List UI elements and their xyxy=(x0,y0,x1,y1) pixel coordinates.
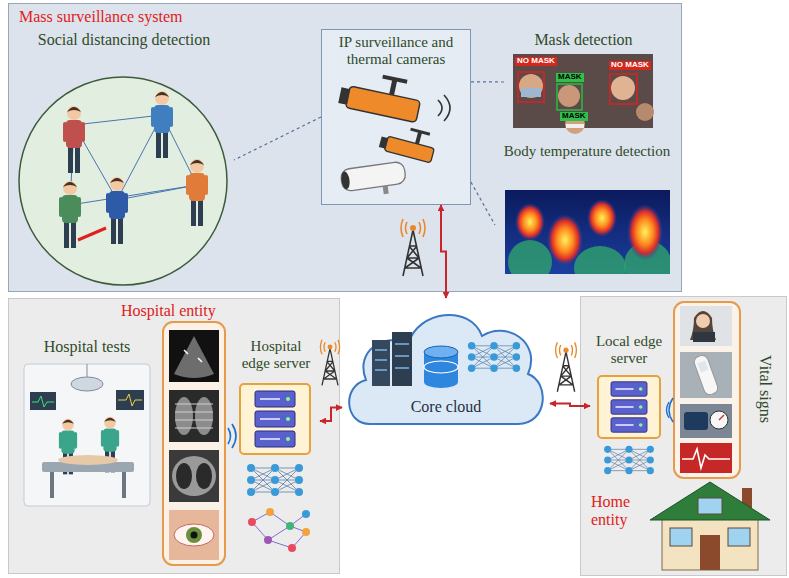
surveillance-panel: Mass surveillance systemSocial distancin… xyxy=(8,3,682,292)
vital-signs-panel: Vital signs xyxy=(673,301,785,479)
text-slot: Body temperature detection xyxy=(499,143,675,160)
text-slot: Mask detection xyxy=(509,31,658,49)
home-panel: Home entity Local edge serverVital signs xyxy=(580,296,787,576)
hospital-server-icon xyxy=(240,384,310,552)
camera-box: IP surveillance and thermal cameras xyxy=(321,29,471,205)
detection-tag: NO MASK xyxy=(609,61,651,70)
node-label: Local edge server xyxy=(594,333,664,368)
node-label: Hospital entity xyxy=(121,302,216,320)
node-label: Hospital edge server xyxy=(236,338,316,373)
thermal-photo xyxy=(505,190,672,290)
local-server-icon xyxy=(598,376,673,474)
people-network xyxy=(59,91,208,248)
node-label: Social distancing detection xyxy=(18,31,230,49)
antenna-icon xyxy=(320,340,339,386)
detection-tag: NO MASK xyxy=(515,57,557,66)
connector xyxy=(441,205,446,298)
vital-sign-images xyxy=(680,306,732,473)
antenna-icon xyxy=(401,219,425,276)
camera-icons xyxy=(338,67,450,200)
circle-outline xyxy=(14,29,232,291)
core-cloud: Core cloud xyxy=(342,298,550,430)
text-slot: MASK xyxy=(556,73,584,82)
connector xyxy=(471,81,505,82)
hospital-panel: Hospital entityHospital tests Hospital ed… xyxy=(8,298,340,574)
hospital-tests: Hospital tests xyxy=(16,336,158,526)
node-label: Home entity xyxy=(591,493,649,530)
text-slot: Hospital edge server xyxy=(236,338,316,373)
connector xyxy=(234,117,321,160)
connector xyxy=(471,182,495,225)
text-slot: Vital signs xyxy=(756,355,774,423)
node-label: Core cloud xyxy=(346,398,546,416)
text-slot: MASK xyxy=(560,112,588,121)
antenna-icon xyxy=(556,342,577,391)
medical-images xyxy=(163,322,236,565)
node-label: Body temperature detection xyxy=(499,143,675,160)
temperature-panel: Body temperature detection xyxy=(495,141,679,281)
hospital-edge-server: Hospital edge server xyxy=(232,336,320,506)
node-label: IP surveillance and thermal cameras xyxy=(326,34,466,69)
text-slot: Local edge server xyxy=(594,333,664,368)
local-edge-server: Local edge server xyxy=(590,331,668,481)
text-slot: Mass surveillance system xyxy=(19,8,183,26)
house-illustration xyxy=(650,482,770,570)
text-slot: IP surveillance and thermal cameras xyxy=(326,34,466,69)
cloud-icons xyxy=(372,332,520,388)
node-label: Mask detection xyxy=(509,31,658,49)
detection-tag: MASK xyxy=(556,73,584,82)
operating-room xyxy=(24,364,150,506)
connector xyxy=(320,408,342,421)
text-slot: Core cloud xyxy=(346,398,546,416)
node-label: Mass surveillance system xyxy=(19,8,183,26)
distancing-circle: Social distancing detection xyxy=(14,29,234,291)
text-slot: Hospital tests xyxy=(20,338,154,356)
connector xyxy=(550,404,590,406)
text-slot: Hospital entity xyxy=(121,302,216,320)
text-slot: NO MASK xyxy=(515,57,557,66)
text-slot: NO MASK xyxy=(609,61,651,70)
detection-tag: MASK xyxy=(560,112,588,121)
text-slot: Home entity xyxy=(591,493,649,530)
text-slot: Social distancing detection xyxy=(18,31,230,49)
mask-photo xyxy=(513,54,654,134)
node-label: Hospital tests xyxy=(20,338,154,356)
node-label: Vital signs xyxy=(756,355,774,423)
